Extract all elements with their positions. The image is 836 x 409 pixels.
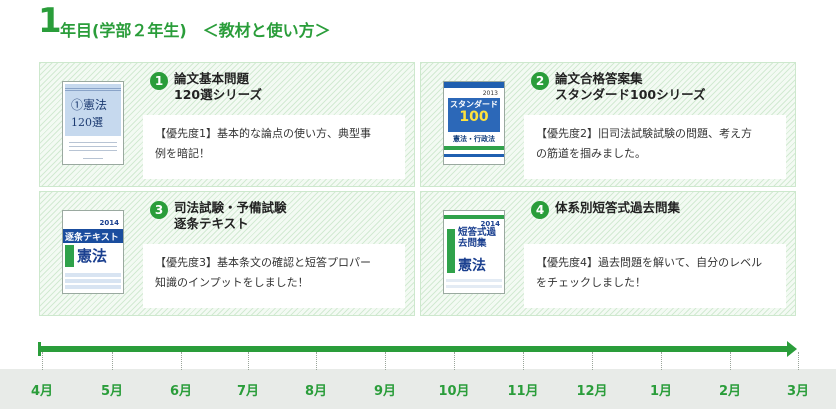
month-label: 6月	[169, 384, 193, 399]
card-description: 【優先度3】基本条文の確認と短答プロパー 知識のインプットをしました！	[143, 244, 405, 308]
month-label: 9月	[373, 384, 397, 399]
card-title: 司法試験・予備試験 逐条テキスト	[174, 200, 287, 231]
book-cover-image: 2014 短答式過去問集 憲法	[443, 210, 505, 294]
material-card-2: 2013 スタンダード 100 憲法・行政法 2 論文合格答案集 スタンダード1…	[420, 62, 796, 187]
timeline-tick	[730, 352, 731, 370]
month-label: 7月	[236, 384, 260, 399]
card-description: 【優先度1】基本的な論点の使い方、典型事 例を暗記！	[143, 115, 405, 179]
material-card-4: 2014 短答式過去問集 憲法 4 体系別短答式過去問集 【優先度4】過去問題を…	[420, 191, 796, 316]
timeline-tick	[248, 352, 249, 370]
month-label: 12月	[576, 384, 608, 399]
card-title: 論文基本問題 120選シリーズ	[174, 71, 262, 102]
heading-title: 年目(学部２年生) ＜教材と使い方＞	[60, 21, 331, 40]
timeline-tick	[42, 352, 43, 370]
book-cover-image: 2014 逐条テキスト 憲法	[62, 210, 124, 294]
number-badge: 3	[150, 201, 168, 219]
timeline-tick	[181, 352, 182, 370]
number-badge: 2	[531, 72, 549, 90]
card-description: 【優先度4】過去問題を解いて、自分のレベル をチェックしました！	[524, 244, 786, 308]
timeline-bar	[38, 346, 788, 352]
month-label: 1月	[649, 384, 673, 399]
month-label: 8月	[304, 384, 328, 399]
timeline-tick	[112, 352, 113, 370]
number-badge: 1	[150, 72, 168, 90]
month-label: 2月	[718, 384, 742, 399]
card-description: 【優先度2】旧司法試験試験の問題、考え方 の筋道を掴みました。	[524, 115, 786, 179]
material-card-1: ①憲法 120選 1 論文基本問題 120選シリーズ 【優先度1】基本的な論点の…	[39, 62, 415, 187]
arrow-right-icon	[787, 341, 797, 357]
timeline-band	[0, 369, 836, 409]
timeline-tick	[661, 352, 662, 370]
material-card-3: 2014 逐条テキスト 憲法 3 司法試験・予備試験 逐条テキスト 【優先度3】…	[39, 191, 415, 316]
book-cover-image: ①憲法 120選	[62, 81, 124, 165]
timeline-tick	[385, 352, 386, 370]
timeline-tick	[592, 352, 593, 370]
timeline-tick	[523, 352, 524, 370]
card-title: 体系別短答式過去問集	[555, 200, 681, 215]
month-label: 3月	[786, 384, 810, 399]
timeline-tick	[316, 352, 317, 370]
number-badge: 4	[531, 201, 549, 219]
year-number: 1	[38, 1, 62, 41]
timeline-tick	[798, 352, 799, 370]
month-label: 4月	[30, 384, 54, 399]
book-cover-image: 2013 スタンダード 100 憲法・行政法	[443, 81, 505, 165]
timeline-tick	[454, 352, 455, 370]
month-timeline: 4月 5月 6月 7月 8月 9月 10月 11月 12月 1月 2月 3月	[0, 336, 836, 409]
month-label: 5月	[100, 384, 124, 399]
card-title: 論文合格答案集 スタンダード100シリーズ	[555, 71, 706, 102]
month-label: 11月	[507, 384, 539, 399]
month-label: 10月	[438, 384, 470, 399]
